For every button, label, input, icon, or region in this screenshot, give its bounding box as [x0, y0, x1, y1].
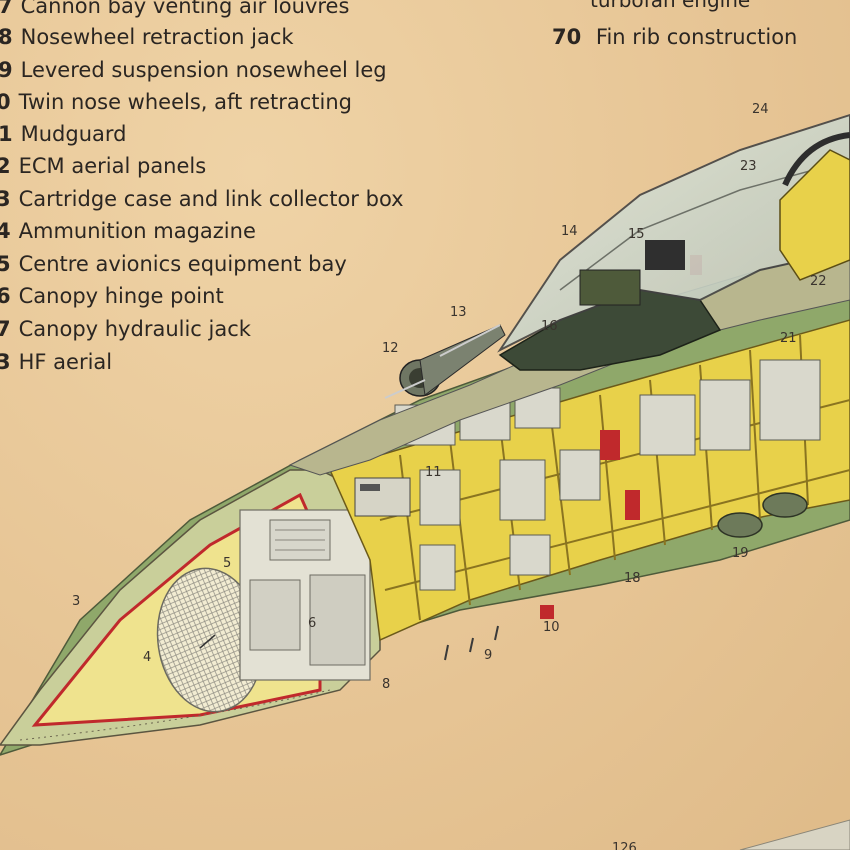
- callout-8: 8: [382, 677, 390, 692]
- legend-item: 0 Twin nose wheels, aft retracting: [0, 90, 352, 114]
- callout-22: 22: [810, 274, 827, 289]
- legend-item: 1 Mudguard: [0, 122, 127, 146]
- legend-item: 6 Canopy hinge point: [0, 284, 224, 308]
- gunsight: [645, 240, 685, 270]
- underside-probes: [444, 625, 499, 661]
- legend-label: ECM aerial panels: [18, 154, 207, 178]
- legend-label: Twin nose wheels, aft retracting: [18, 90, 352, 114]
- callout-10: 10: [543, 620, 560, 635]
- legend-item: 9 Levered suspension nosewheel leg: [0, 58, 387, 82]
- callout-126: 126: [612, 841, 637, 850]
- legend-number: 9: [0, 58, 13, 82]
- legend-number: 8: [0, 25, 13, 49]
- legend-number: 0: [0, 90, 11, 114]
- legend-item-70: 70 Fin rib construction: [552, 25, 797, 49]
- legend-label: Levered suspension nosewheel leg: [20, 58, 387, 82]
- callout-3: 3: [72, 594, 80, 609]
- legend-label: Cannon bay venting air louvres: [20, 0, 350, 18]
- legend-number: 2: [0, 154, 11, 178]
- legend-label: Ammunition magazine: [18, 219, 256, 243]
- legend-label: HF aerial: [18, 350, 113, 374]
- legend-label: Cartridge case and link collector box: [18, 187, 404, 211]
- legend-number: 5: [0, 252, 11, 276]
- legend-item: 8 Nosewheel retraction jack: [0, 25, 294, 49]
- callout-15: 15: [628, 227, 645, 242]
- callout-4: 4: [143, 650, 151, 665]
- callout-6: 6: [308, 616, 316, 631]
- callout-13: 13: [450, 305, 467, 320]
- legend-label: Mudguard: [20, 122, 127, 146]
- callout-16: 16: [541, 319, 558, 334]
- legend-number: 1: [0, 122, 13, 146]
- legend-number: 7: [0, 317, 11, 341]
- legend-label: Canopy hydraulic jack: [18, 317, 251, 341]
- legend-continuation-text: turbofan engine: [590, 0, 751, 12]
- legend-number: 3: [0, 350, 11, 374]
- legend-number: 7: [0, 0, 13, 18]
- ejection-seat: [779, 132, 850, 281]
- legend-item: 3 Cartridge case and link collector box: [0, 187, 404, 211]
- legend-number: 4: [0, 219, 11, 243]
- nose-wheel-bay: [717, 492, 808, 538]
- callout-23: 23: [740, 159, 757, 174]
- callout-24: 24: [752, 102, 769, 117]
- instrument-panel: [579, 269, 641, 306]
- legend-number: 6: [0, 284, 11, 308]
- legend-item: 5 Centre avionics equipment bay: [0, 252, 347, 276]
- callout-14: 14: [561, 224, 578, 239]
- cannon-muzzle: [384, 324, 506, 399]
- callout-11: 11: [425, 465, 442, 480]
- legend-item: 4 Ammunition magazine: [0, 219, 256, 243]
- legend-label: Nosewheel retraction jack: [20, 25, 294, 49]
- callout-labels: 24 23 14 15 22 13 16 21 12 11 5 3 4 6 10…: [72, 102, 827, 850]
- legend-number: 70: [552, 25, 582, 49]
- callout-21: 21: [780, 331, 797, 346]
- legend-label: Canopy hinge point: [18, 284, 224, 308]
- callout-19: 19: [732, 546, 749, 561]
- legend-item: 2 ECM aerial panels: [0, 154, 206, 178]
- legend-item: 7 Canopy hydraulic jack: [0, 317, 251, 341]
- legend-item: 3 HF aerial: [0, 350, 112, 374]
- callout-5: 5: [223, 556, 231, 571]
- callout-12: 12: [382, 341, 399, 356]
- legend-label: Centre avionics equipment bay: [18, 252, 347, 276]
- callout-18: 18: [624, 571, 641, 586]
- legend-label: Fin rib construction: [595, 25, 798, 49]
- adjacent-drawing-edge: [739, 819, 850, 850]
- callout-9: 9: [484, 648, 492, 663]
- legend-number: 3: [0, 187, 11, 211]
- legend-item: 7 Cannon bay venting air louvres: [0, 0, 349, 18]
